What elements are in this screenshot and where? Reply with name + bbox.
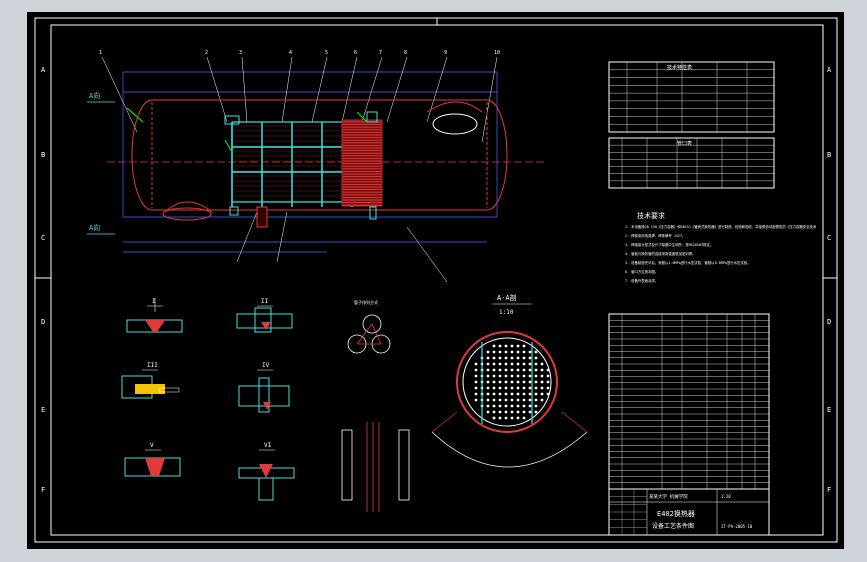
part-balloons: 1 2 3 4 5 6 7 8 9 10: [99, 50, 500, 56]
detail-iii: [121, 375, 180, 399]
svg-text:6: 6: [354, 50, 357, 56]
detail-label: I: [152, 298, 156, 305]
zone-letter: F: [41, 486, 45, 494]
company-name: 某某大学 机械学院: [649, 493, 688, 500]
svg-text:9: 9: [444, 50, 447, 56]
detail-label: II: [261, 298, 269, 305]
zone-letter: E: [827, 406, 831, 414]
section-arrows: [126, 107, 368, 153]
vessel-elevation: 1 2 3 4 5 6 7 8 9 10: [87, 50, 547, 283]
detail-label: VI: [264, 442, 272, 449]
baffle-detail: [341, 422, 410, 512]
zone-letter: A: [41, 66, 46, 74]
svg-text:10: 10: [494, 50, 500, 56]
zone-letter: B: [827, 151, 831, 159]
zone-letter: A: [827, 66, 832, 74]
zone-letter: C: [827, 234, 831, 242]
detail-vi: [238, 464, 295, 501]
zone-letter: F: [827, 486, 831, 494]
nozzles: [224, 111, 378, 228]
title-block: 某某大学 机械学院 E402换热器 设备工艺条件图 JT-Ph-2005-10 …: [608, 488, 770, 536]
tech-requirement-line: 4. 管板与换热管的连接采用强度胀加密封焊。: [625, 251, 696, 256]
sheet-frame: [34, 17, 838, 543]
tube-arrangement-title: 管子排列方式: [354, 299, 378, 305]
svg-text:4: 4: [289, 50, 292, 56]
drawing-name: E402换热器: [657, 509, 695, 518]
svg-text:3: 3: [239, 50, 242, 56]
detail-ii: [236, 307, 293, 333]
view-a-label-top: A向: [89, 91, 100, 100]
overall-dimension-lines: [122, 71, 498, 253]
tech-requirement-line: 1. 本设备按GB 150《压力容器》和GB151《管壳式换热器》进行制造、检验…: [625, 224, 817, 229]
section-scale: 1:10: [499, 309, 514, 316]
section-title: A-A剖: [497, 293, 517, 302]
tech-requirement-line: 5. 设备制造完毕后，壳程以1.0MPa进行水压试验，管程以0.6MPa进行水压…: [625, 260, 751, 265]
drawing-number: JT-Ph-2005-10: [721, 524, 753, 529]
tech-requirement-line: 7. 设备外表面涂漆。: [625, 278, 658, 283]
svg-text:2: 2: [205, 50, 208, 56]
svg-text:1: 1: [99, 50, 102, 56]
drawing-canvas[interactable]: A A B B C C D D E E F F: [27, 12, 844, 549]
svg-text:5: 5: [325, 50, 328, 56]
zone-letter: C: [41, 234, 45, 242]
drawing-scale: 1:20: [721, 494, 731, 499]
part-leaders: [101, 56, 498, 283]
tech-requirements-title: 技术要求: [637, 211, 665, 220]
zone-letter: D: [41, 318, 45, 326]
parts-list: [608, 313, 770, 490]
detail-iv: [238, 377, 290, 413]
section-a-a: A-A剖 1:10: [431, 293, 588, 468]
tech-requirement-line: 2. 焊接采用电弧焊，焊条牌号 J427。: [625, 233, 685, 238]
tech-requirement-line: 6. 管口方位按本图。: [625, 269, 658, 274]
detail-label: V: [150, 442, 154, 449]
drawing-subtitle: 设备工艺条件图: [652, 522, 694, 530]
view-a-arrows: [87, 101, 115, 235]
detail-i: [126, 298, 183, 333]
zone-letter: B: [41, 151, 45, 159]
detail-v: [124, 457, 181, 477]
tube-arrangement: 管子排列方式: [347, 299, 391, 354]
view-a-labels: A向 A向: [89, 91, 100, 232]
detail-label: III: [147, 362, 158, 369]
manhole-left: [162, 201, 213, 221]
heat-exchanger-drawing: A A B B C C D D E E F F: [34, 17, 838, 543]
design-data-table: 技术特性表: [608, 61, 775, 133]
svg-text:8: 8: [404, 50, 407, 56]
shell-body: [131, 99, 508, 211]
nozzle-table-title: 管口表: [677, 140, 692, 147]
design-data-title: 技术特性表: [667, 64, 692, 71]
zone-letter: D: [827, 318, 831, 326]
detail-label: IV: [262, 362, 270, 369]
nozzle-table: 管口表: [608, 137, 775, 189]
detail-label-underlines: [142, 305, 275, 451]
svg-text:7: 7: [379, 50, 382, 56]
tech-requirement-line: 3. 焊接接头型式及尺寸除图中注明外，按HG20583规定。: [625, 242, 713, 247]
manhole-right: [426, 101, 483, 135]
view-a-label-bottom: A向: [89, 223, 100, 232]
tube-bundle: [231, 119, 383, 207]
technical-requirements: 技术要求 1. 本设备按GB 150《压力容器》和GB151《管壳式换热器》进行…: [625, 211, 817, 283]
border-zone-letters: A A B B C C D D E E F F: [41, 66, 832, 494]
zone-letter: E: [41, 406, 45, 414]
